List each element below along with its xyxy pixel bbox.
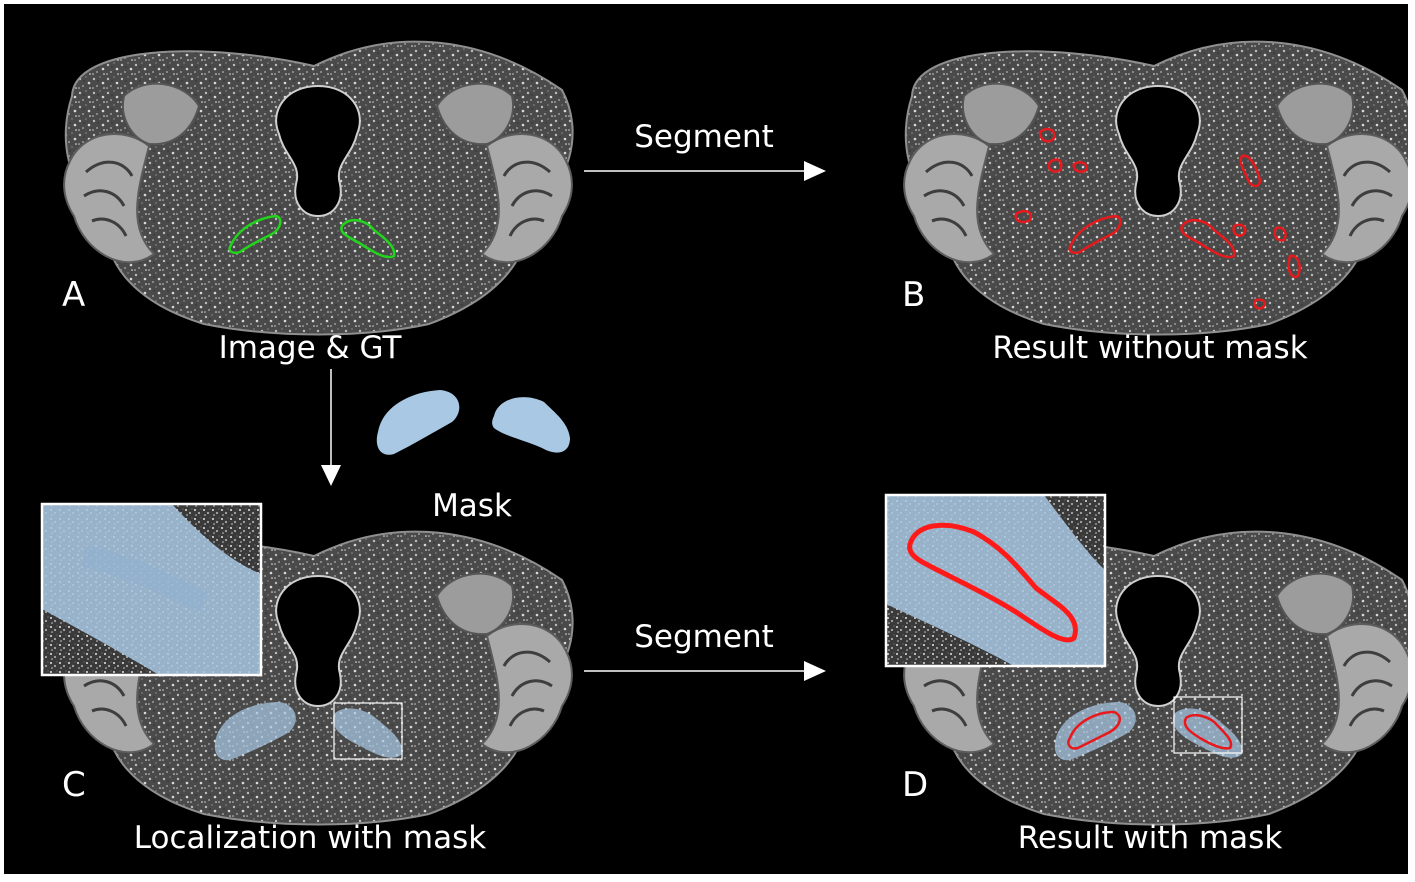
panel-c: C Localization with mask [40, 502, 575, 856]
mask: Mask [376, 390, 570, 524]
panel-d-mask-right [1172, 708, 1243, 758]
panel-b-caption: Result without mask [992, 330, 1307, 366]
arrow-down-icon [321, 465, 341, 486]
panel-a-ground-truth-right [340, 218, 396, 259]
panel-d-caption: Result with mask [1018, 820, 1283, 856]
segment-arrow-bottom-label: Segment [634, 619, 774, 655]
mask-label: Mask [432, 488, 512, 524]
segment-arrow-top: Segment [584, 119, 826, 181]
panel-c-zoom-region [333, 702, 403, 760]
panel-d: D Result with mask [884, 493, 1408, 856]
arrow-right-icon [804, 661, 826, 681]
arrow-right-icon [804, 161, 826, 181]
panel-b-brain-image [902, 40, 1408, 336]
panel-b-letter: B [902, 275, 925, 315]
panel-d-mask-left [1054, 702, 1136, 761]
arrow-a-to-c [321, 369, 341, 486]
mask-shape-left [376, 390, 460, 455]
panel-a-brain-image [62, 40, 575, 336]
mask-shape-right [492, 397, 570, 453]
panel-c-zoom-inset [40, 502, 263, 677]
panel-c-mask-right [332, 708, 403, 758]
panel-c-letter: C [62, 765, 86, 805]
panel-d-zoom-inset [884, 493, 1107, 668]
panel-a: A Image & GT [62, 40, 575, 366]
panel-d-segmentation-right [1183, 714, 1233, 750]
segment-arrow-top-label: Segment [634, 119, 774, 155]
segment-arrow-bottom: Segment [584, 619, 826, 681]
panel-d-zoom-region [1173, 696, 1243, 754]
panel-a-caption: Image & GT [219, 330, 403, 366]
panel-a-letter: A [62, 275, 85, 315]
figure: A Image & GT Segment B Result without ma… [4, 4, 1408, 874]
panel-d-inset-segmentation [907, 522, 1078, 643]
panel-a-ground-truth-left [228, 214, 282, 255]
panel-d-letter: D [902, 765, 928, 805]
panel-c-caption: Localization with mask [134, 820, 486, 856]
figure-canvas: A Image & GT Segment B Result without ma… [40, 40, 1408, 856]
panel-b-segmentation-outlines [1014, 127, 1301, 310]
panel-d-segmentation-left [1067, 710, 1122, 750]
panel-c-mask-left [214, 702, 296, 761]
panel-b: B Result without mask [902, 40, 1408, 366]
